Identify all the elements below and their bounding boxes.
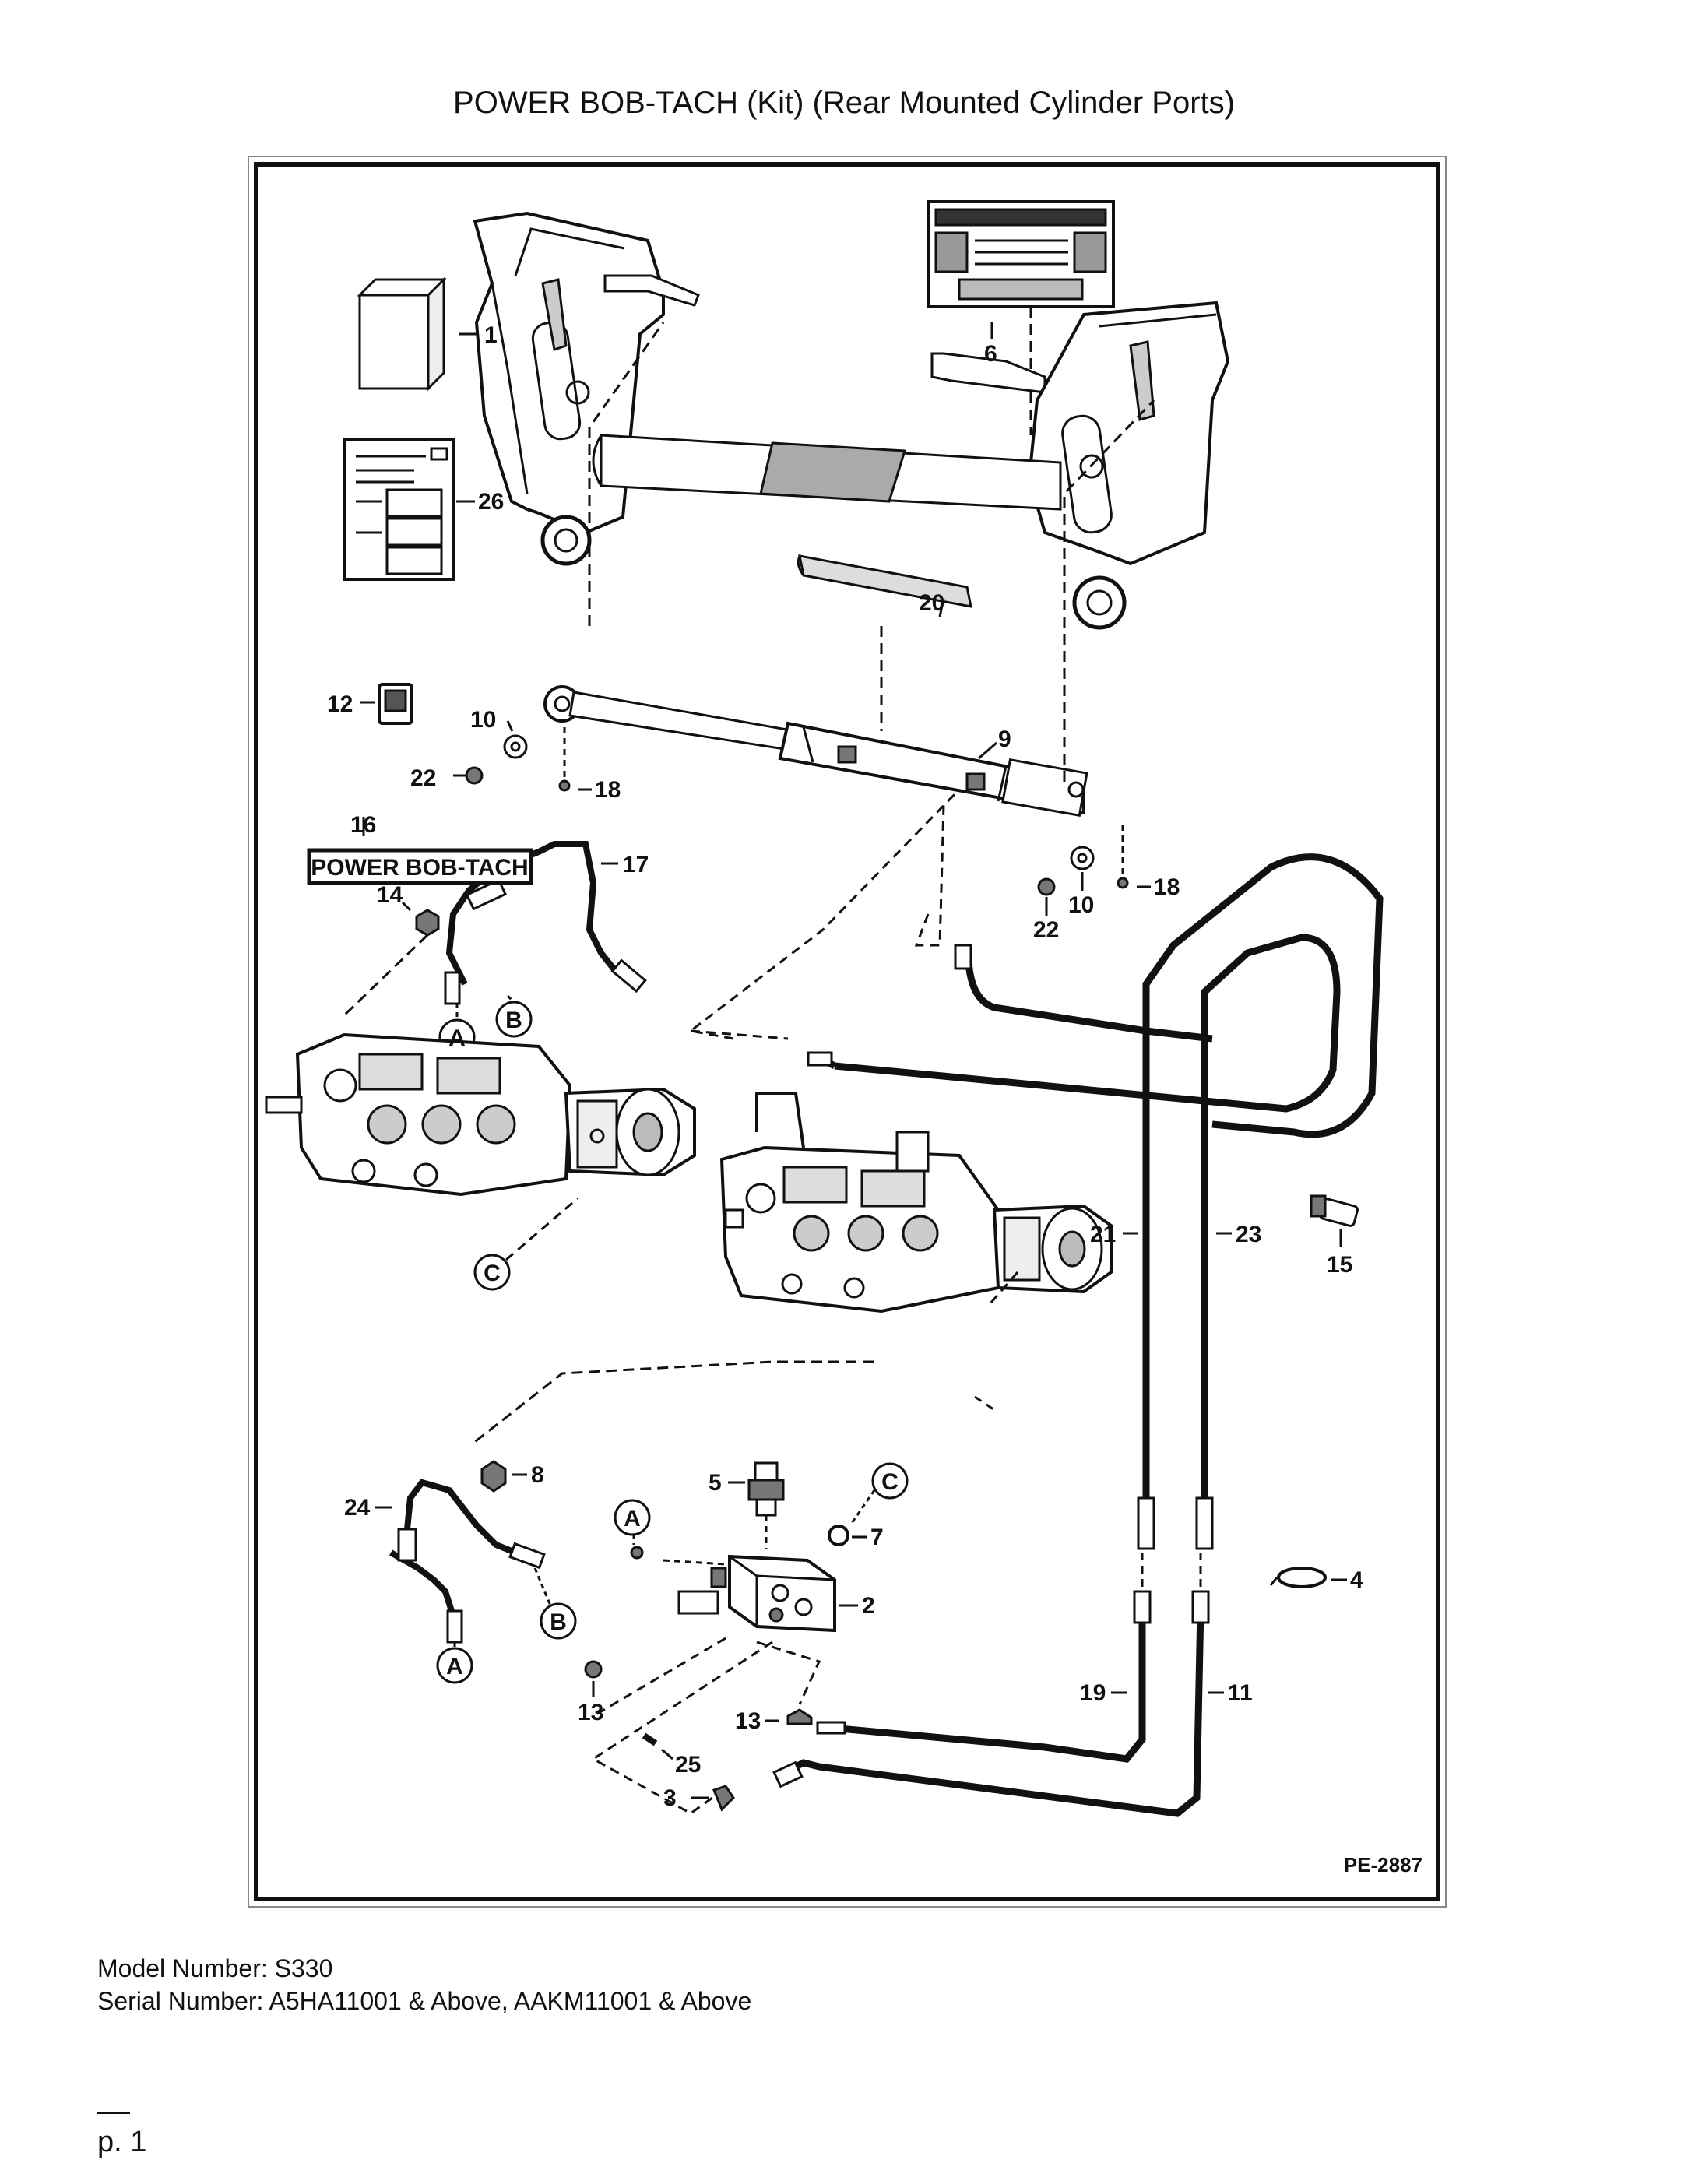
parts-diagram: POWER BOB-TACH 1 6 26 20 12 10 9 22 18 1… [265, 200, 1422, 1876]
callout-21: 21 [1090, 1222, 1116, 1247]
callout-5: 5 [709, 1470, 722, 1496]
callout-26: 26 [478, 489, 504, 515]
callout-12: 12 [327, 691, 353, 717]
model-number: Model Number: S330 [97, 1954, 333, 1982]
callout-10-right: 10 [1068, 892, 1094, 918]
part-17-hose [444, 841, 647, 1005]
part-9-cylinder [543, 685, 1088, 817]
part-15-coupler [1310, 1194, 1359, 1227]
connector-a-top: A [448, 1025, 466, 1051]
diagram-frame [254, 162, 1440, 1901]
connector-a-bottom: A [446, 1654, 463, 1679]
callout-17: 17 [623, 852, 649, 877]
diagram-code: PE-2887 [1344, 1853, 1422, 1876]
connector-c-right: C [881, 1469, 899, 1495]
page-rule [97, 2112, 130, 2114]
callout-10-left: 10 [470, 707, 496, 733]
callout-4: 4 [1350, 1567, 1363, 1593]
callout-24: 24 [344, 1495, 371, 1521]
callout-25: 25 [675, 1752, 701, 1778]
part-20-guard [797, 554, 972, 608]
diagram-frame-outer [248, 156, 1447, 1908]
connector-a-valve: A [624, 1506, 641, 1532]
callout-18-left: 18 [595, 777, 621, 803]
callout-15: 15 [1327, 1252, 1352, 1278]
serial-number: Serial Number: A5HA11001 & Above, AAKM11… [97, 1987, 752, 2015]
callout-20: 20 [919, 590, 944, 616]
callout-14: 14 [377, 882, 403, 908]
callout-13-left: 13 [578, 1700, 603, 1725]
callout-23: 23 [1236, 1222, 1261, 1247]
connector-b-bottom: B [550, 1609, 567, 1635]
callout-1: 1 [484, 322, 498, 348]
part-4-tie [1269, 1567, 1327, 1588]
bob-tach-frame [473, 211, 1230, 630]
callout-6: 6 [984, 341, 997, 367]
decal-16-text: POWER BOB-TACH [311, 855, 528, 881]
callout-22-right: 22 [1033, 917, 1059, 943]
page-number: p. 1 [97, 2126, 147, 2158]
callout-2: 2 [862, 1593, 875, 1619]
part-14-fitting [415, 909, 440, 937]
part-12-switch [378, 683, 413, 725]
part-26-manual [343, 438, 455, 581]
connector-b-top: B [505, 1008, 522, 1033]
part-1-box [357, 276, 447, 392]
connector-c-left: C [484, 1261, 501, 1286]
callout-3: 3 [663, 1785, 677, 1811]
callout-18-right: 18 [1154, 874, 1180, 900]
callout-13-right: 13 [735, 1708, 761, 1734]
hydrostatic-pump-left [265, 1032, 696, 1197]
callout-9: 9 [998, 726, 1011, 752]
part-24-hose [389, 1479, 546, 1644]
callout-19: 19 [1080, 1680, 1106, 1706]
part-2-valve [677, 1554, 836, 1633]
hydrostatic-pump-right [719, 1092, 1113, 1314]
part-6-decal [927, 200, 1115, 308]
part-8-fitting [480, 1460, 507, 1493]
page-title: POWER BOB-TACH (Kit) (Rear Mounted Cylin… [453, 86, 1235, 120]
callout-22-left: 22 [410, 765, 436, 791]
part-5-fitting [747, 1461, 785, 1517]
callout-11: 11 [1228, 1680, 1253, 1706]
callout-16: 16 [350, 812, 376, 838]
callout-8: 8 [531, 1462, 544, 1488]
callout-7: 7 [870, 1525, 884, 1550]
